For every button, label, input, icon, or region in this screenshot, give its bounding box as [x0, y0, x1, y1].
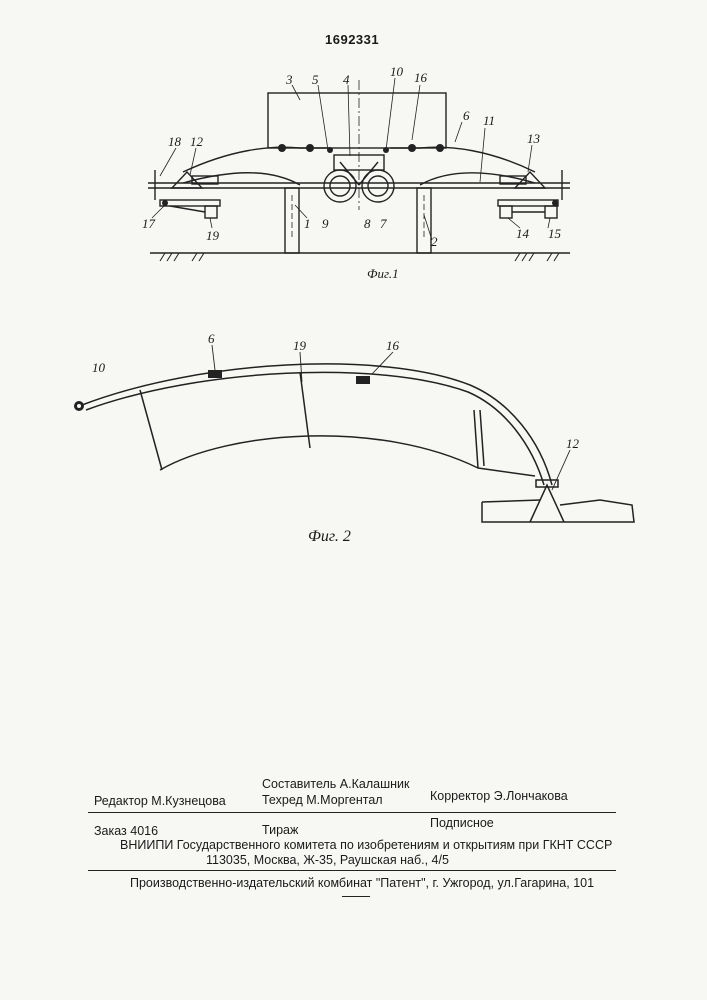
- rule-top: [88, 812, 616, 813]
- fig1-label: 3: [285, 72, 293, 87]
- fig1-label: 14: [516, 226, 530, 241]
- fig1-label: 17: [142, 216, 156, 231]
- editor-line: Редактор М.Кузнецова: [94, 794, 226, 808]
- rule-bottom: [342, 896, 370, 897]
- figure-1-drawing: 3 5 4 10 16 6 11 13 18 12 17 19 1 9 8 7 …: [0, 60, 707, 290]
- organization: ВНИИПИ Государственного комитета по изоб…: [120, 838, 612, 852]
- fig1-label: 4: [343, 72, 350, 87]
- fig2-label: 6: [208, 331, 215, 346]
- fig1-label: 6: [463, 108, 470, 123]
- subscription: Подписное: [430, 816, 494, 830]
- fig1-label: 2: [431, 234, 438, 249]
- fig1-label: 18: [168, 134, 182, 149]
- fig1-label: 11: [483, 113, 495, 128]
- rule-middle: [88, 870, 616, 871]
- fig2-label: 12: [566, 436, 580, 451]
- fig1-label: 12: [190, 134, 204, 149]
- fig1-caption: Фиг.1: [367, 266, 399, 281]
- fig1-label: 1: [304, 216, 311, 231]
- publisher: Производственно-издательский комбинат "П…: [130, 876, 594, 890]
- fig1-label: 13: [527, 131, 541, 146]
- fig1-label: 7: [380, 216, 387, 231]
- order-number: Заказ 4016: [94, 824, 158, 838]
- fig1-label: 8: [364, 216, 371, 231]
- fig1-label: 16: [414, 70, 428, 85]
- fig1-label: 10: [390, 64, 404, 79]
- fig2-caption: Фиг. 2: [308, 528, 351, 545]
- fig2-label: 16: [386, 338, 400, 353]
- figure-2-drawing: 10 6 19 16 12 Фиг. 2: [0, 320, 707, 550]
- fig1-label: 9: [322, 216, 329, 231]
- fig1-label: 19: [206, 228, 220, 243]
- fig1-label: 15: [548, 226, 562, 241]
- techred-line: Техред М.Моргентал: [262, 793, 383, 807]
- fig2-label: 10: [92, 360, 106, 375]
- patent-number: 1692331: [325, 32, 379, 47]
- corrector-line: Корректор Э.Лончакова: [430, 789, 568, 803]
- circulation: Тираж: [262, 823, 298, 837]
- fig2-label: 19: [293, 338, 307, 353]
- fig1-label: 5: [312, 72, 319, 87]
- housing-3: [268, 93, 446, 148]
- address: 113035, Москва, Ж-35, Раушская наб., 4/5: [206, 853, 449, 867]
- compiler-line: Составитель А.Калашник: [262, 777, 409, 791]
